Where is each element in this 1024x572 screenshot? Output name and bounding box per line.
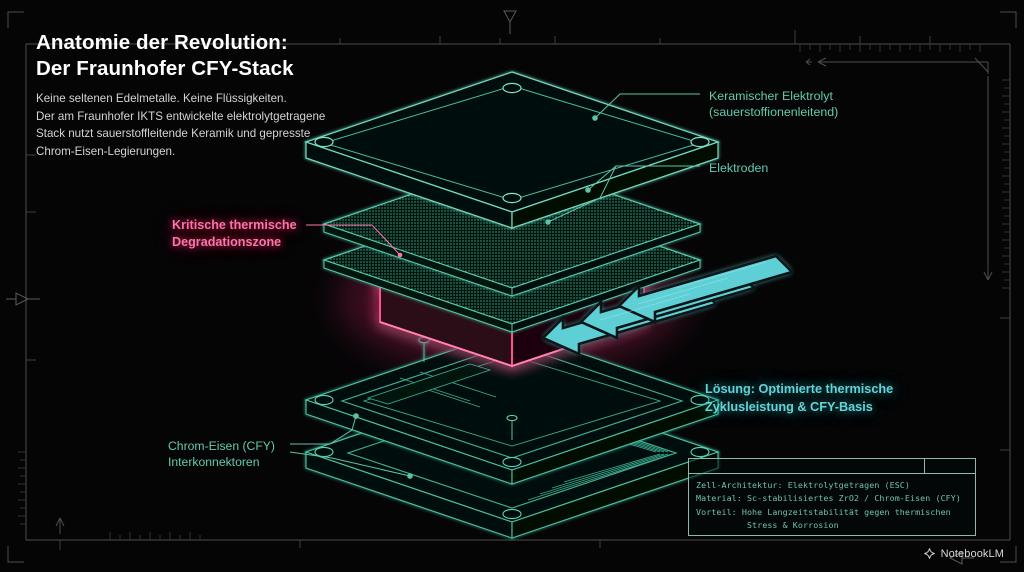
spec-box-body: Zell-Architektur: Elektrolytgetragen (ES…: [689, 474, 975, 533]
page-title: Anatomie der Revolution: Der Fraunhofer …: [36, 30, 456, 82]
label-electrolyte-line-2: (sauerstoffionenleitend): [709, 105, 839, 120]
spec-box-header-cell-narrow: [925, 459, 975, 473]
label-solution: Lösung: Optimierte thermische Zyklusleis…: [705, 381, 893, 416]
subtitle-line-4: Chrom-Eisen-Legierungen.: [36, 145, 176, 159]
label-ceramic-electrolyte: Keramischer Elektrolyt (sauerstoffionenl…: [709, 88, 838, 121]
subtitle-line-1: Keine seltenen Edelmetalle. Keine Flüssi…: [36, 92, 287, 105]
spec-box-header-cell-wide: [689, 459, 925, 473]
title-line-2: Der Fraunhofer CFY-Stack: [36, 57, 294, 81]
label-solution-line-1: Lösung: Optimierte thermische: [705, 382, 894, 396]
label-solution-line-2: Zyklusleistung & CFY-Basis: [705, 399, 873, 414]
layer-cfy-interconnector-upper: [304, 329, 720, 485]
spec-box-header-row: [689, 459, 975, 474]
subtitle-line-3: Stack nutzt sauerstoffleitende Keramik u…: [36, 127, 311, 141]
spec-line-architecture: Zell-Architektur: Elektrolytgetragen (ES…: [696, 480, 910, 490]
label-cfy-line-2: Interkonnektoren: [168, 455, 260, 470]
leader-lines: [289, 93, 700, 479]
notebooklm-spark-icon: [923, 548, 935, 559]
solution-arrows: [540, 254, 795, 357]
page-subtitle: Keine seltenen Edelmetalle. Keine Flüssi…: [36, 90, 366, 161]
label-electrolyte-line-1: Keramischer Elektrolyt: [709, 89, 833, 103]
spec-box: Zell-Architektur: Elektrolytgetragen (ES…: [688, 458, 976, 536]
label-degradation-line-2: Degradationszone: [172, 235, 282, 249]
spec-line-material: Material: Sc-stabilisiertes ZrO2 / Chrom…: [696, 493, 961, 504]
label-electrodes: Elektroden: [709, 161, 769, 175]
layer-ceramic-electrolyte-plate: [304, 71, 720, 229]
title-line-1: Anatomie der Revolution:: [36, 31, 288, 54]
label-cfy-interconnectors: Chrom-Eisen (CFY) Interkonnektoren: [168, 438, 275, 470]
label-degradation-zone: Kritische thermische Degradationszone: [172, 217, 297, 251]
notebooklm-watermark: NotebookLM: [923, 547, 1004, 560]
watermark-label: NotebookLM: [940, 547, 1004, 560]
subtitle-line-2: Der am Fraunhofer IKTS entwickelte elekt…: [36, 109, 326, 123]
label-cfy-line-1: Chrom-Eisen (CFY): [168, 439, 275, 453]
label-degradation-line-1: Kritische thermische: [172, 218, 297, 232]
spec-line-advantage-cont: Stress & Korrosion: [696, 520, 839, 531]
spec-line-advantage: Vorteil: Hohe Langzeitstabilität gegen t…: [696, 506, 951, 517]
